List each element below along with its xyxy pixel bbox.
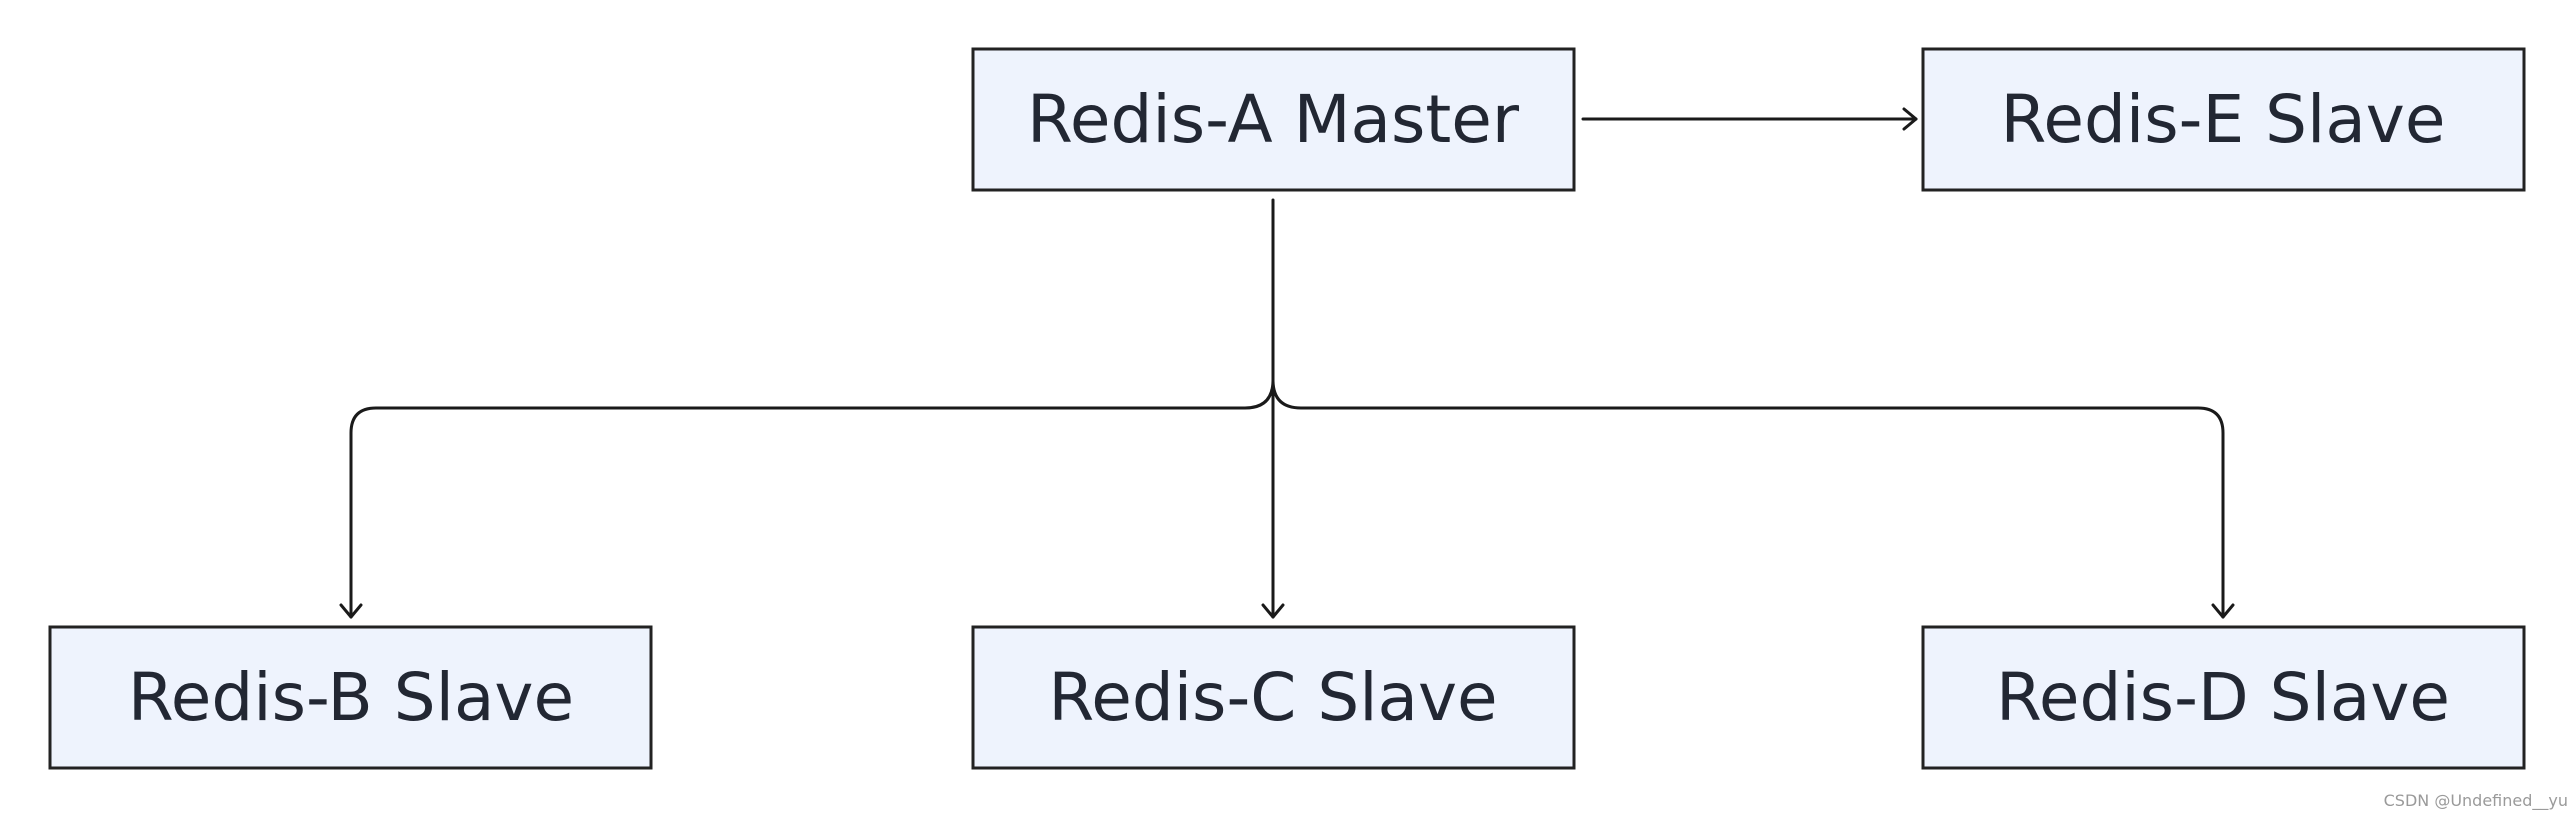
watermark: CSDN @Undefined__yu xyxy=(2383,791,2568,810)
node-slave-b: Redis-B Slave xyxy=(48,625,653,770)
node-slave-c: Redis-C Slave xyxy=(971,625,1576,770)
node-slave-b-label: Redis-B Slave xyxy=(128,659,574,736)
node-slave-e-label: Redis-E Slave xyxy=(2001,81,2446,158)
node-master: Redis-A Master xyxy=(971,47,1576,192)
edge-master-to-slave-b xyxy=(339,378,1275,619)
node-slave-d: Redis-D Slave xyxy=(1921,625,2526,770)
node-slave-d-label: Redis-D Slave xyxy=(1996,659,2450,736)
node-slave-c-label: Redis-C Slave xyxy=(1048,659,1497,736)
node-master-label: Redis-A Master xyxy=(1027,81,1520,158)
edge-master-to-slave-d xyxy=(1271,378,2235,619)
node-slave-e: Redis-E Slave xyxy=(1921,47,2526,192)
